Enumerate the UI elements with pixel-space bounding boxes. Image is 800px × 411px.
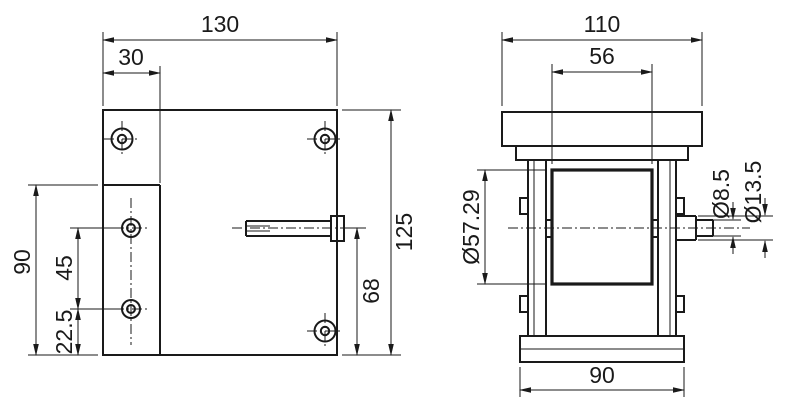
dim-side-roller-diameter: Ø57.29 bbox=[458, 169, 547, 285]
dim-front-hole-spacing: 45 bbox=[51, 227, 120, 310]
dim-front-step-height: 90 bbox=[9, 184, 98, 356]
dim-side-base-width: 90 bbox=[519, 362, 685, 397]
dim-label: 125 bbox=[391, 213, 417, 251]
hole-top-right bbox=[307, 121, 343, 157]
bolt bbox=[675, 197, 685, 215]
side-body-outline bbox=[501, 111, 703, 363]
dim-side-total-width: 110 bbox=[501, 11, 703, 106]
dim-front-shaft-height: 68 bbox=[348, 227, 384, 356]
front-holes bbox=[104, 121, 343, 349]
dim-side-shaft-small-diameter: Ø8.5 bbox=[708, 169, 741, 254]
dim-label: Ø13.5 bbox=[740, 161, 766, 224]
plate-outline bbox=[102, 109, 338, 356]
side-bolts bbox=[519, 197, 685, 313]
dim-side-shaft-large-diameter: Ø13.5 bbox=[698, 161, 773, 258]
bolt bbox=[519, 197, 529, 215]
roller-body bbox=[550, 168, 654, 286]
front-view: 130 30 125 68 90 bbox=[9, 11, 417, 356]
dim-label: 30 bbox=[118, 44, 144, 70]
dim-label: 90 bbox=[589, 362, 615, 388]
dim-label: Ø8.5 bbox=[708, 169, 734, 219]
dim-label: 45 bbox=[51, 255, 77, 281]
bolt bbox=[675, 295, 685, 313]
dim-label: Ø57.29 bbox=[458, 189, 484, 264]
dim-label: 110 bbox=[584, 11, 621, 37]
dim-front-total-width: 130 bbox=[102, 11, 338, 106]
front-clevis-pin bbox=[232, 215, 356, 242]
dim-front-total-height: 125 bbox=[342, 109, 417, 356]
hole-bottom-right bbox=[307, 313, 343, 349]
side-roller bbox=[545, 168, 659, 286]
hole-top-left bbox=[104, 121, 140, 157]
right-column bbox=[657, 159, 677, 337]
dim-side-roller-width: 56 bbox=[551, 43, 653, 164]
dim-front-step-width: 30 bbox=[102, 44, 161, 183]
side-shaft bbox=[508, 215, 750, 241]
top-flange bbox=[515, 145, 689, 161]
dim-front-hole-offset: 22.5 bbox=[51, 308, 81, 356]
dim-label: 68 bbox=[358, 278, 384, 304]
dim-label: 22.5 bbox=[51, 310, 77, 355]
dim-label: 90 bbox=[9, 249, 35, 275]
front-plate-outline bbox=[102, 109, 338, 356]
dim-label: 130 bbox=[201, 11, 239, 37]
left-column bbox=[527, 159, 547, 337]
bolt bbox=[519, 295, 529, 313]
dim-label: 56 bbox=[589, 43, 615, 69]
top-plate bbox=[501, 111, 703, 147]
side-view: 110 56 Ø57.29 Ø8.5 bbox=[458, 11, 773, 397]
